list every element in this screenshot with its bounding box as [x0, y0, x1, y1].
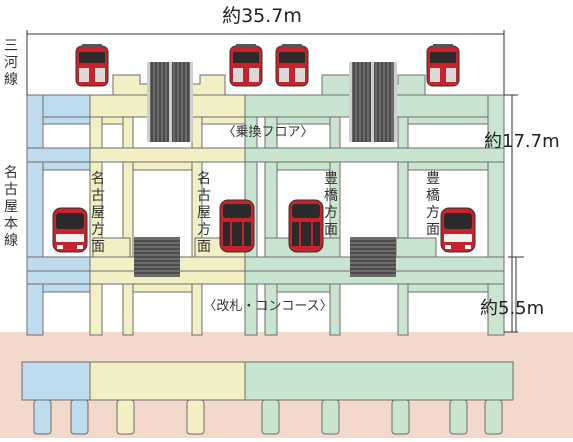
direction-nagoya-left: 名古屋方面 — [91, 171, 105, 255]
train-middle-1 — [52, 207, 88, 253]
beam-bumps — [42, 116, 489, 293]
direction-nagoya-right: 名古屋方面 — [197, 171, 211, 255]
concourse-label: 〈改札・コンコース〉 — [203, 299, 332, 314]
train-upper-3 — [275, 44, 309, 87]
train-middle-3 — [288, 199, 324, 253]
train-middle-4 — [440, 207, 476, 253]
height-label: 約17.7m — [484, 131, 560, 152]
escalator-lower-left — [134, 237, 180, 277]
train-middle-2 — [219, 199, 255, 253]
width-label: 約35.7m — [222, 5, 302, 27]
floor-height-label: 約5.5m — [480, 298, 544, 319]
escalator-upper-right — [349, 62, 397, 142]
train-upper-4 — [426, 44, 460, 87]
dimension-width — [26, 30, 505, 95]
sangawa-line-label: 三河線 — [4, 38, 18, 88]
direction-toyohashi-left: 豊橋方面 — [324, 171, 338, 238]
nagoya-main-line-label: 名古屋本線 — [4, 165, 18, 249]
dimension-floor — [508, 256, 524, 332]
train-upper-1 — [75, 44, 109, 87]
direction-toyohashi-right: 豊橋方面 — [426, 171, 440, 238]
train-upper-2 — [229, 44, 263, 87]
escalator-lower-right — [350, 237, 396, 277]
transfer-floor-label: 〈乗換フロア〉 — [222, 125, 313, 140]
escalator-upper-left — [147, 62, 193, 142]
